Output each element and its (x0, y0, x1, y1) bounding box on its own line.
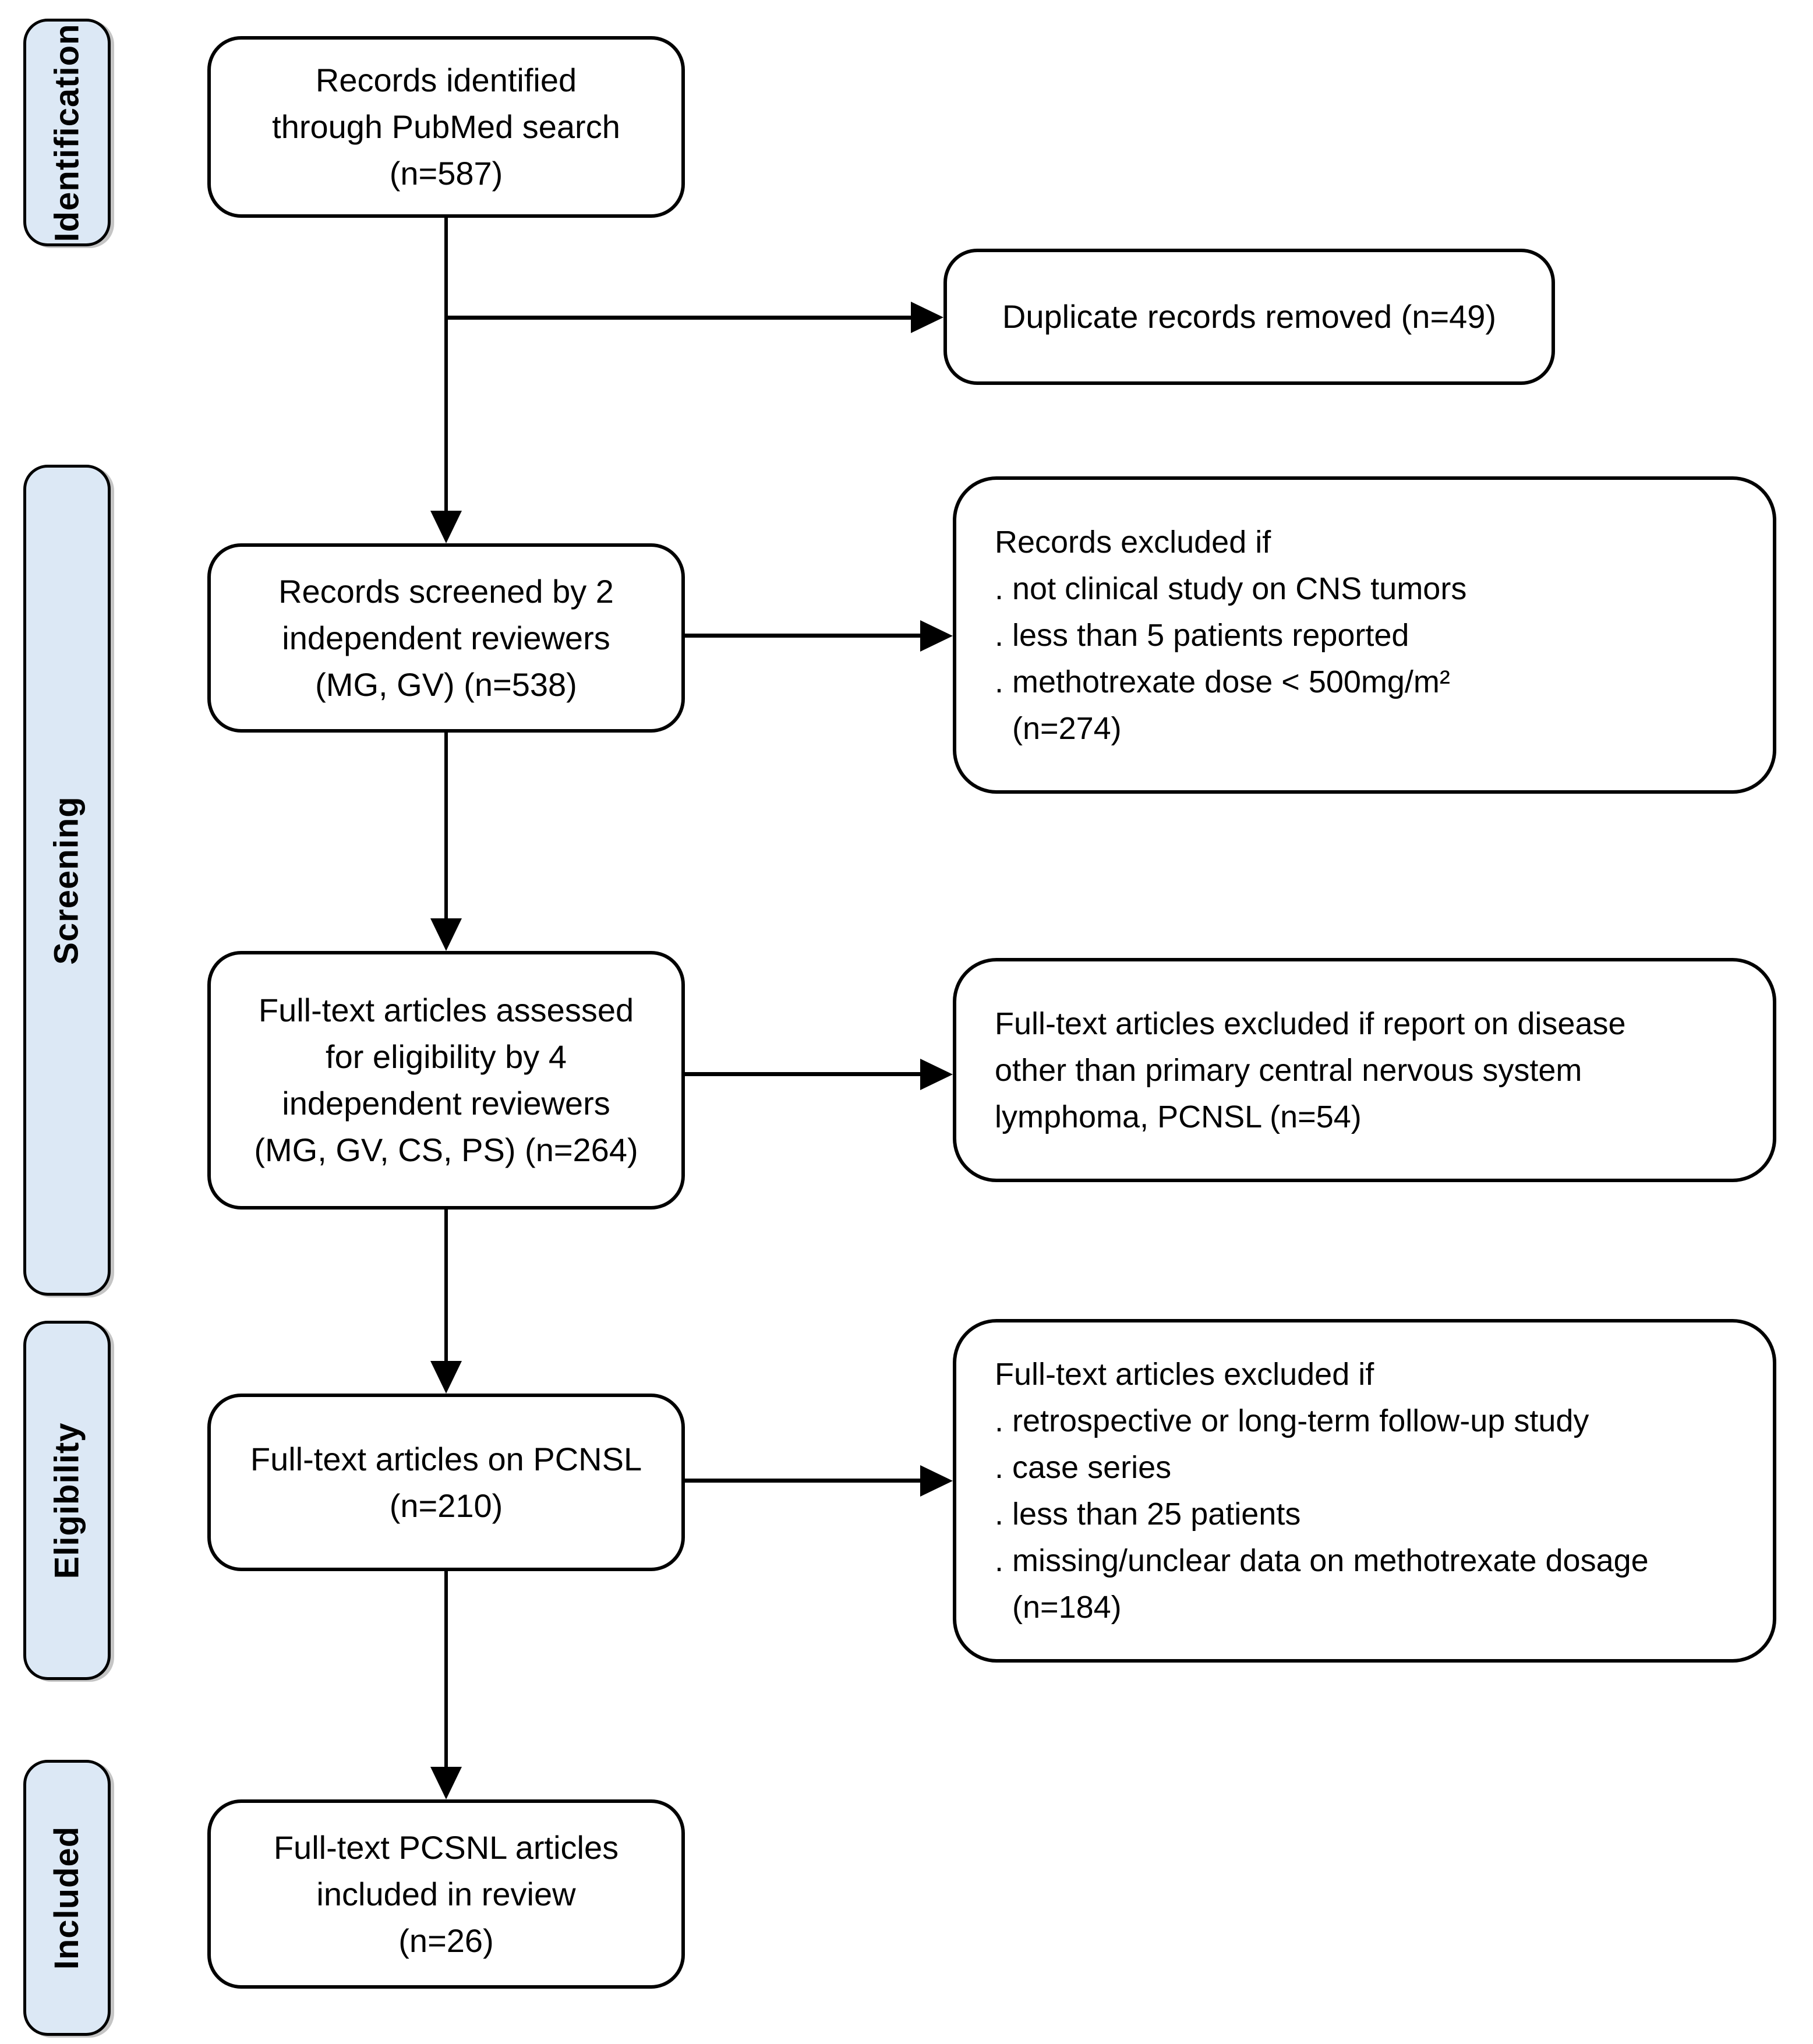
stage-eligibility-label: Eligibility (48, 1422, 86, 1579)
arrow-assessed-to-pcnsl (444, 1210, 448, 1362)
stage-identification-label: Identification (48, 23, 86, 242)
stage-screening-label: Screening (48, 795, 86, 965)
text-line: Records identified (315, 62, 577, 98)
text-line: (MG, GV) (n=538) (315, 666, 577, 703)
arrowhead-down-icon (430, 1767, 462, 1799)
arrowhead-right-icon (920, 1059, 953, 1090)
box-records-excluded: Records excluded if . not clinical study… (953, 476, 1776, 794)
arrow-to-excluded-criteria (685, 1479, 921, 1483)
text-line: Full-text articles on PCNSL (250, 1440, 642, 1477)
box-fulltext-pcnsl: Full-text articles on PCNSL (n=210) (207, 1394, 685, 1571)
text-line: included in review (316, 1875, 576, 1912)
text-line: . less than 5 patients reported (995, 617, 1409, 653)
arrowhead-down-icon (430, 511, 462, 543)
box-included-in-review: Full-text PCSNL articles included in rev… (207, 1799, 685, 1989)
arrowhead-right-icon (920, 1465, 953, 1497)
text-line: Full-text articles assessed (258, 992, 634, 1028)
stage-screening: Screening (23, 465, 111, 1296)
text-line: lymphoma, PCNSL (n=54) (995, 1099, 1362, 1134)
stage-included: Included (23, 1760, 111, 2036)
box-fulltext-assessed: Full-text articles assessed for eligibil… (207, 951, 685, 1210)
arrow-identified-to-screened (444, 218, 448, 512)
text-line: Full-text articles excluded if report on… (995, 1006, 1626, 1041)
text-line: Records excluded if (995, 524, 1271, 560)
text-line: (n=274) (995, 710, 1122, 746)
stage-identification: Identification (23, 19, 111, 246)
arrow-to-records-excluded (685, 634, 921, 638)
text-line: Full-text PCSNL articles (273, 1829, 619, 1866)
text-line: . not clinical study on CNS tumors (995, 571, 1467, 606)
text-line: (n=210) (389, 1487, 503, 1524)
arrow-to-excluded-disease (685, 1072, 921, 1076)
box-fulltext-excluded-criteria: Full-text articles excluded if . retrosp… (953, 1319, 1776, 1663)
text-line: independent reviewers (282, 619, 610, 656)
box-records-screened: Records screened by 2 independent review… (207, 543, 685, 733)
text-line: . less than 25 patients (995, 1497, 1301, 1532)
arrowhead-right-icon (911, 302, 943, 333)
text-line: . retrospective or long-term follow-up s… (995, 1403, 1589, 1438)
stage-included-label: Included (48, 1826, 86, 1970)
text-line: . methotrexate dose < 500mg/m² (995, 664, 1450, 699)
arrow-to-duplicates-removed (446, 316, 912, 320)
text-line: (MG, GV, CS, PS) (n=264) (254, 1131, 638, 1168)
arrowhead-down-icon (430, 1361, 462, 1394)
text-line: Records screened by 2 (278, 572, 614, 610)
box-duplicates-removed: Duplicate records removed (n=49) (943, 249, 1555, 385)
text-line: (n=26) (398, 1922, 494, 1959)
arrowhead-right-icon (920, 620, 953, 652)
arrowhead-down-icon (430, 918, 462, 951)
text-line: . case series (995, 1450, 1172, 1485)
stage-eligibility: Eligibility (23, 1321, 111, 1680)
text-line: (n=184) (995, 1590, 1122, 1625)
text-line: through PubMed search (272, 108, 620, 145)
text-line: other than primary central nervous syste… (995, 1052, 1582, 1088)
text-line: (n=587) (389, 155, 503, 192)
text-line: for eligibility by 4 (326, 1038, 567, 1075)
box-records-identified: Records identified through PubMed search… (207, 36, 685, 218)
text-line: . missing/unclear data on methotrexate d… (995, 1543, 1649, 1578)
text-line: Duplicate records removed (n=49) (1002, 298, 1497, 335)
text-line: independent reviewers (282, 1085, 610, 1122)
text-line: Full-text articles excluded if (995, 1357, 1374, 1392)
arrow-screened-to-assessed (444, 733, 448, 918)
arrow-pcnsl-to-included (444, 1571, 448, 1768)
box-fulltext-excluded-disease: Full-text articles excluded if report on… (953, 958, 1776, 1182)
